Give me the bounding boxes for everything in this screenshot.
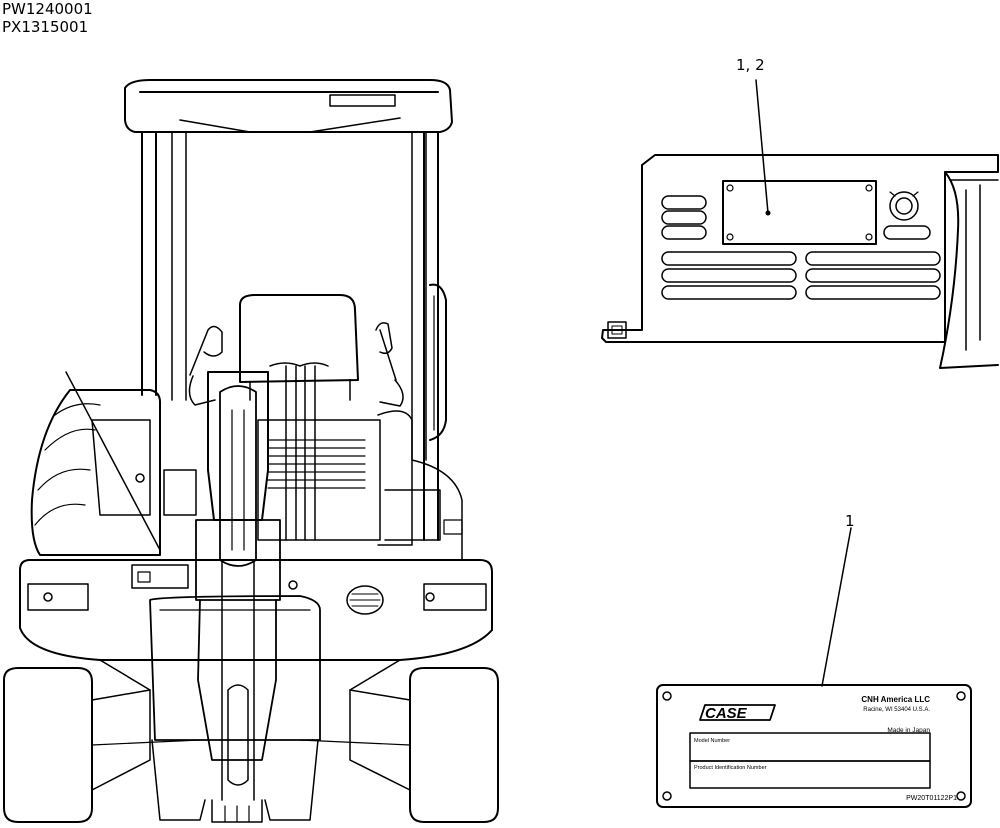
- pin-label: Product Identification Number: [694, 765, 767, 771]
- part-code: PX1315001: [2, 18, 89, 36]
- excavator-drawing: [3, 79, 499, 823]
- panel-detail: [601, 79, 999, 369]
- company-name: CNH America LLC: [861, 695, 930, 704]
- part-code: PW1240001: [2, 0, 93, 18]
- model-number-label: Model Number: [694, 738, 730, 744]
- callout-label-lower: 1: [845, 512, 855, 530]
- brand-logo-text: CASE: [705, 705, 748, 722]
- callout-label-upper: 1, 2: [736, 56, 765, 74]
- plate-part-number: PW20T01122P1: [906, 795, 957, 802]
- origin-text: Made in Japan: [887, 727, 930, 734]
- part-code-list: PW1240001 PX1315001: [2, 0, 93, 36]
- company-address: Racine, WI 53404 U.S.A.: [863, 707, 930, 713]
- serial-plate: [656, 527, 972, 808]
